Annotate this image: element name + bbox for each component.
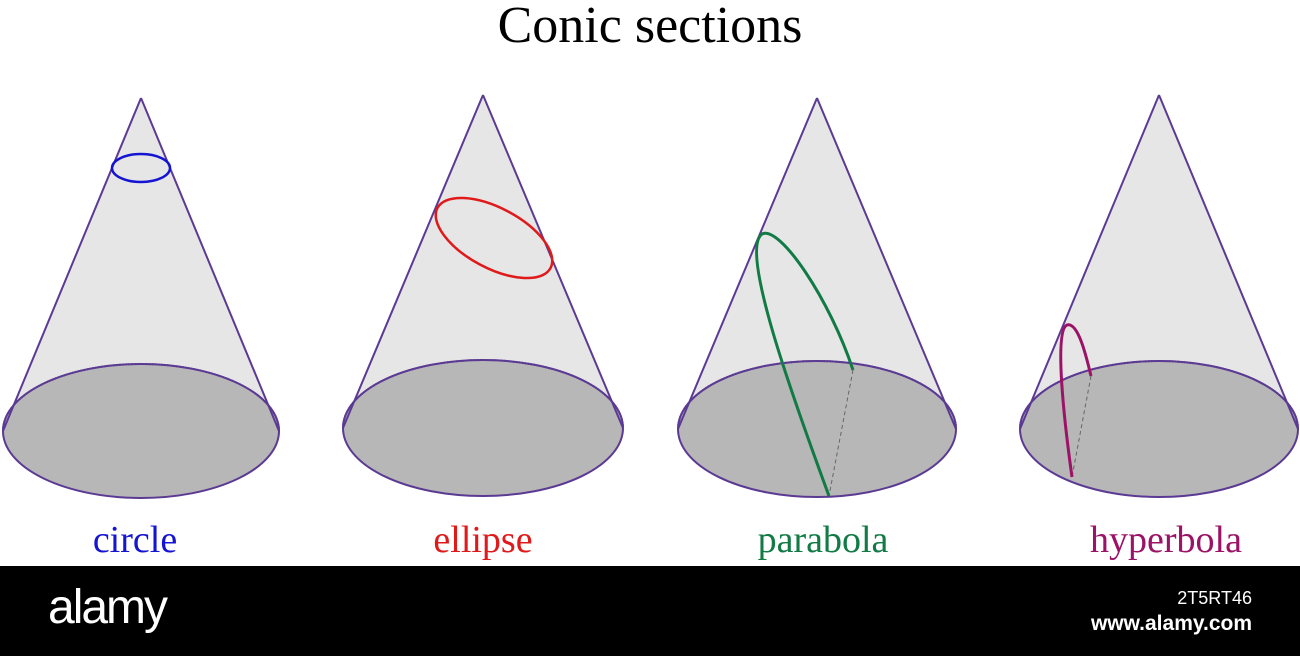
hidden-chord — [1071, 375, 1092, 478]
cone-hyperbola — [1019, 94, 1299, 498]
cone-edge-left — [342, 94, 484, 429]
caption-hyperbola: hyperbola — [1090, 519, 1242, 561]
alamy-logo: alamy — [48, 581, 168, 634]
cone-base-back-edge — [2, 363, 280, 432]
page-title: Conic sections — [497, 0, 803, 54]
cone-edge-left — [2, 97, 142, 432]
caption-parabola: parabola — [757, 519, 889, 561]
watermark-footer: alamy 2T5RT46 www.alamy.com — [0, 566, 1300, 656]
cone-base-back-edge — [342, 359, 624, 429]
hyperbola-section — [1059, 323, 1093, 478]
image-id: 2T5RT46 — [1177, 588, 1252, 608]
cone-edge-left — [1019, 94, 1160, 430]
ellipse-section — [434, 196, 554, 280]
cone-circle — [2, 97, 280, 499]
cone-edge-right — [816, 97, 957, 430]
cone-edge-left — [677, 97, 818, 430]
conic-sections-diagram — [2, 94, 1299, 499]
caption-ellipse: ellipse — [433, 519, 533, 561]
caption-circle: circle — [92, 519, 178, 561]
circle-section — [110, 152, 172, 184]
cone-ellipse — [342, 94, 624, 497]
cone-edge-right — [140, 97, 280, 432]
cone-parabola — [677, 97, 957, 498]
site-url: www.alamy.com — [1090, 612, 1252, 635]
hidden-chord — [828, 369, 854, 497]
parabola-section — [755, 231, 855, 497]
cone-edge-right — [1158, 94, 1299, 430]
